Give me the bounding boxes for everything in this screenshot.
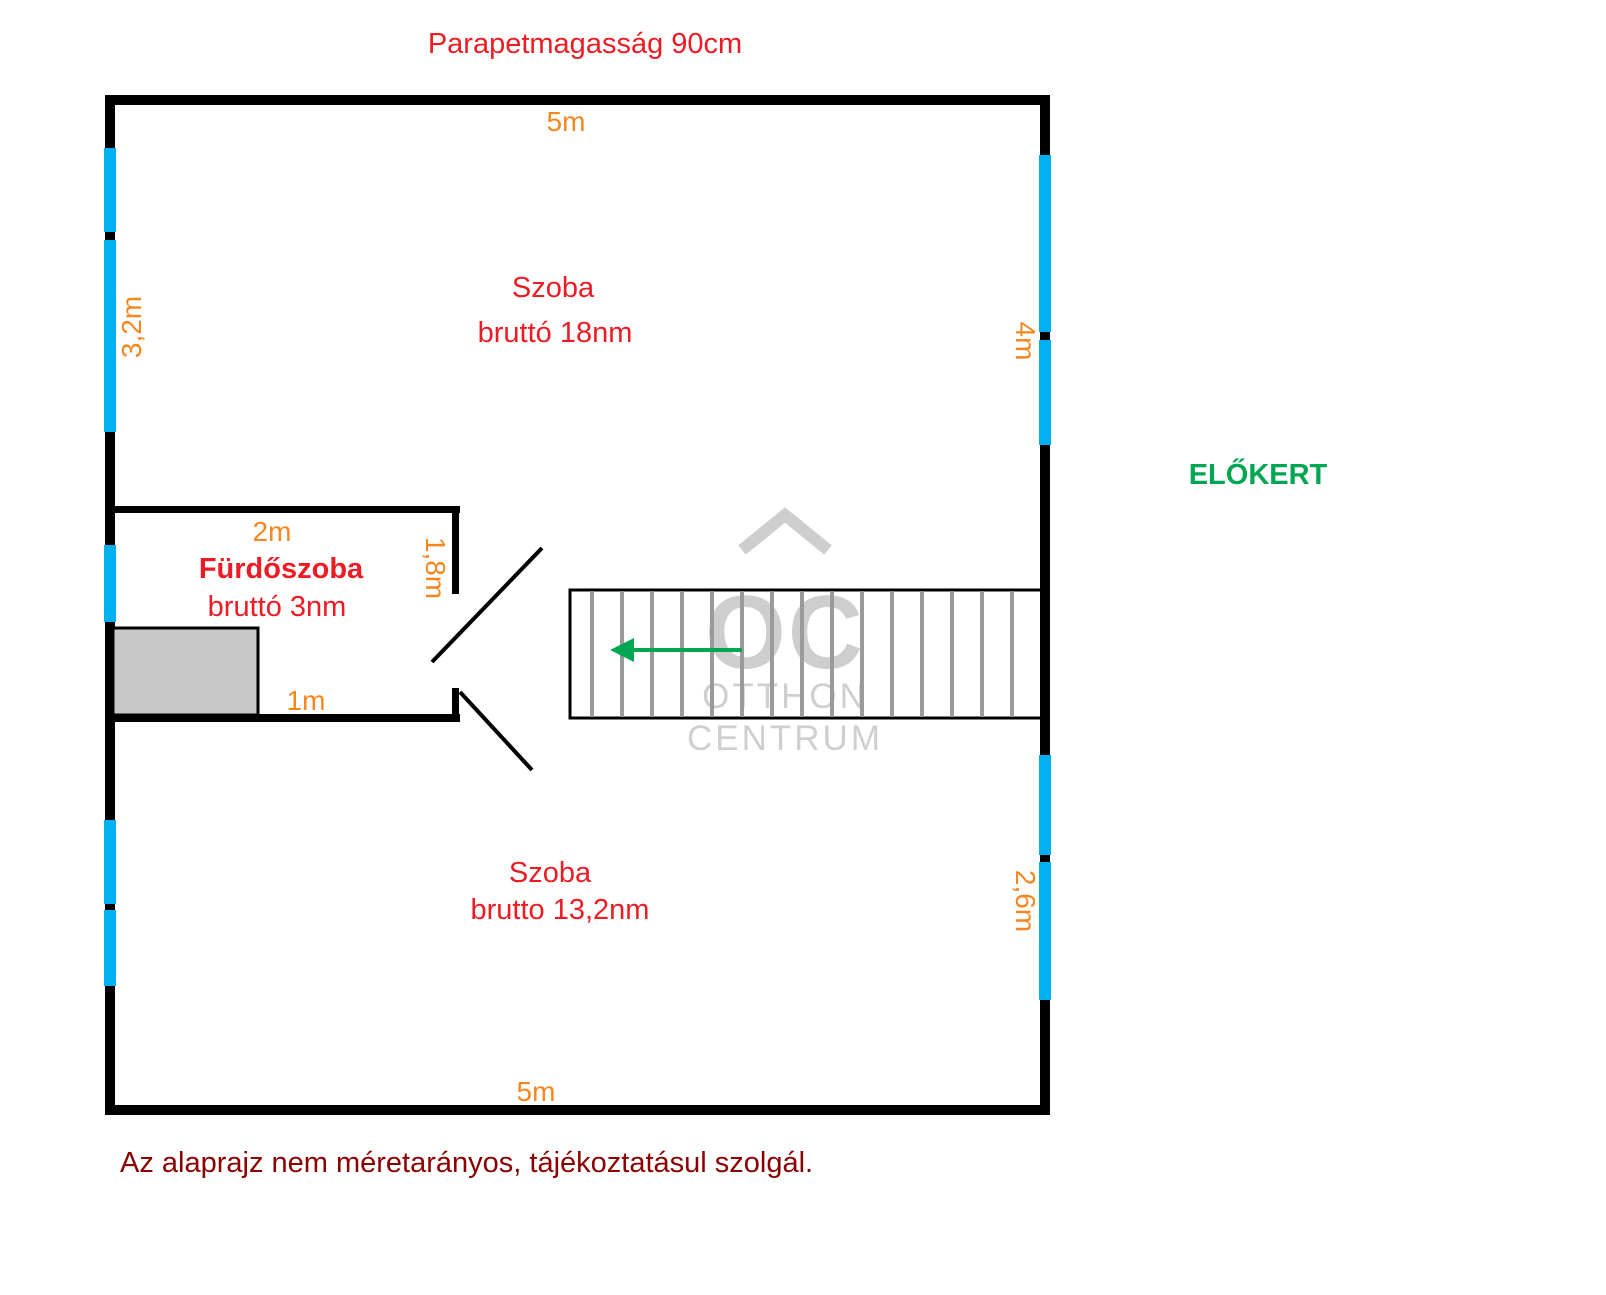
dim-bath-door: 1,8m bbox=[420, 537, 451, 599]
bathroom-fixture bbox=[111, 626, 260, 717]
stair-direction-arrow-head bbox=[610, 638, 634, 662]
window-left-bathroom bbox=[104, 545, 116, 622]
stair-outline bbox=[568, 588, 1047, 720]
wall-top bbox=[105, 95, 1050, 105]
door-leaf-lower bbox=[458, 690, 534, 772]
room-bottom-name: Szoba bbox=[509, 857, 592, 889]
door-leaf-upper bbox=[430, 546, 544, 664]
watermark-logo: OC bbox=[705, 575, 865, 691]
dim-bath-bottom: 1m bbox=[287, 685, 326, 716]
bathroom-wall-bottom bbox=[105, 714, 460, 722]
window-right-4 bbox=[1039, 862, 1051, 1000]
window-right-1 bbox=[1039, 155, 1051, 332]
dim-bath-width: 2m bbox=[253, 516, 292, 547]
garden-label: ELŐKERT bbox=[1189, 457, 1328, 491]
watermark-line2: CENTRUM bbox=[687, 719, 883, 758]
window-left-1 bbox=[104, 148, 116, 232]
watermark: OC OTTHON CENTRUM bbox=[687, 507, 883, 758]
window-left-3 bbox=[104, 820, 116, 904]
dim-top: 5m bbox=[547, 106, 586, 137]
watermark-roof-icon bbox=[738, 507, 832, 555]
bathroom-wall-right-stub bbox=[452, 688, 459, 722]
interior-walls bbox=[105, 506, 460, 722]
room-top-area: bruttó 18nm bbox=[478, 317, 633, 349]
bathroom-wall-right-upper bbox=[452, 506, 459, 594]
staircase bbox=[568, 588, 1047, 720]
window-left-4 bbox=[104, 910, 116, 986]
room-bottom-area: brutto 13,2nm bbox=[471, 894, 650, 926]
doors bbox=[430, 546, 544, 772]
windows bbox=[104, 148, 1051, 1000]
dim-left: 3,2m bbox=[116, 296, 147, 358]
room-top-name: Szoba bbox=[512, 272, 595, 304]
wall-bottom bbox=[105, 1105, 1050, 1115]
footer-note: Az alaprajz nem méretarányos, tájékoztat… bbox=[120, 1147, 813, 1179]
dim-right-bottom: 2,6m bbox=[1010, 870, 1041, 932]
window-right-2 bbox=[1039, 340, 1051, 445]
bathroom-area: bruttó 3nm bbox=[208, 591, 347, 623]
bathroom-wall-top bbox=[105, 506, 460, 513]
dim-bottom: 5m bbox=[517, 1076, 556, 1107]
plan-title: Parapetmagasság 90cm bbox=[428, 28, 742, 60]
window-left-2 bbox=[104, 240, 116, 432]
watermark-line1: OTTHON bbox=[702, 677, 868, 716]
bathroom-name: Fürdőszoba bbox=[199, 553, 364, 585]
dim-right-top: 4m bbox=[1010, 322, 1041, 361]
window-right-3 bbox=[1039, 755, 1051, 855]
